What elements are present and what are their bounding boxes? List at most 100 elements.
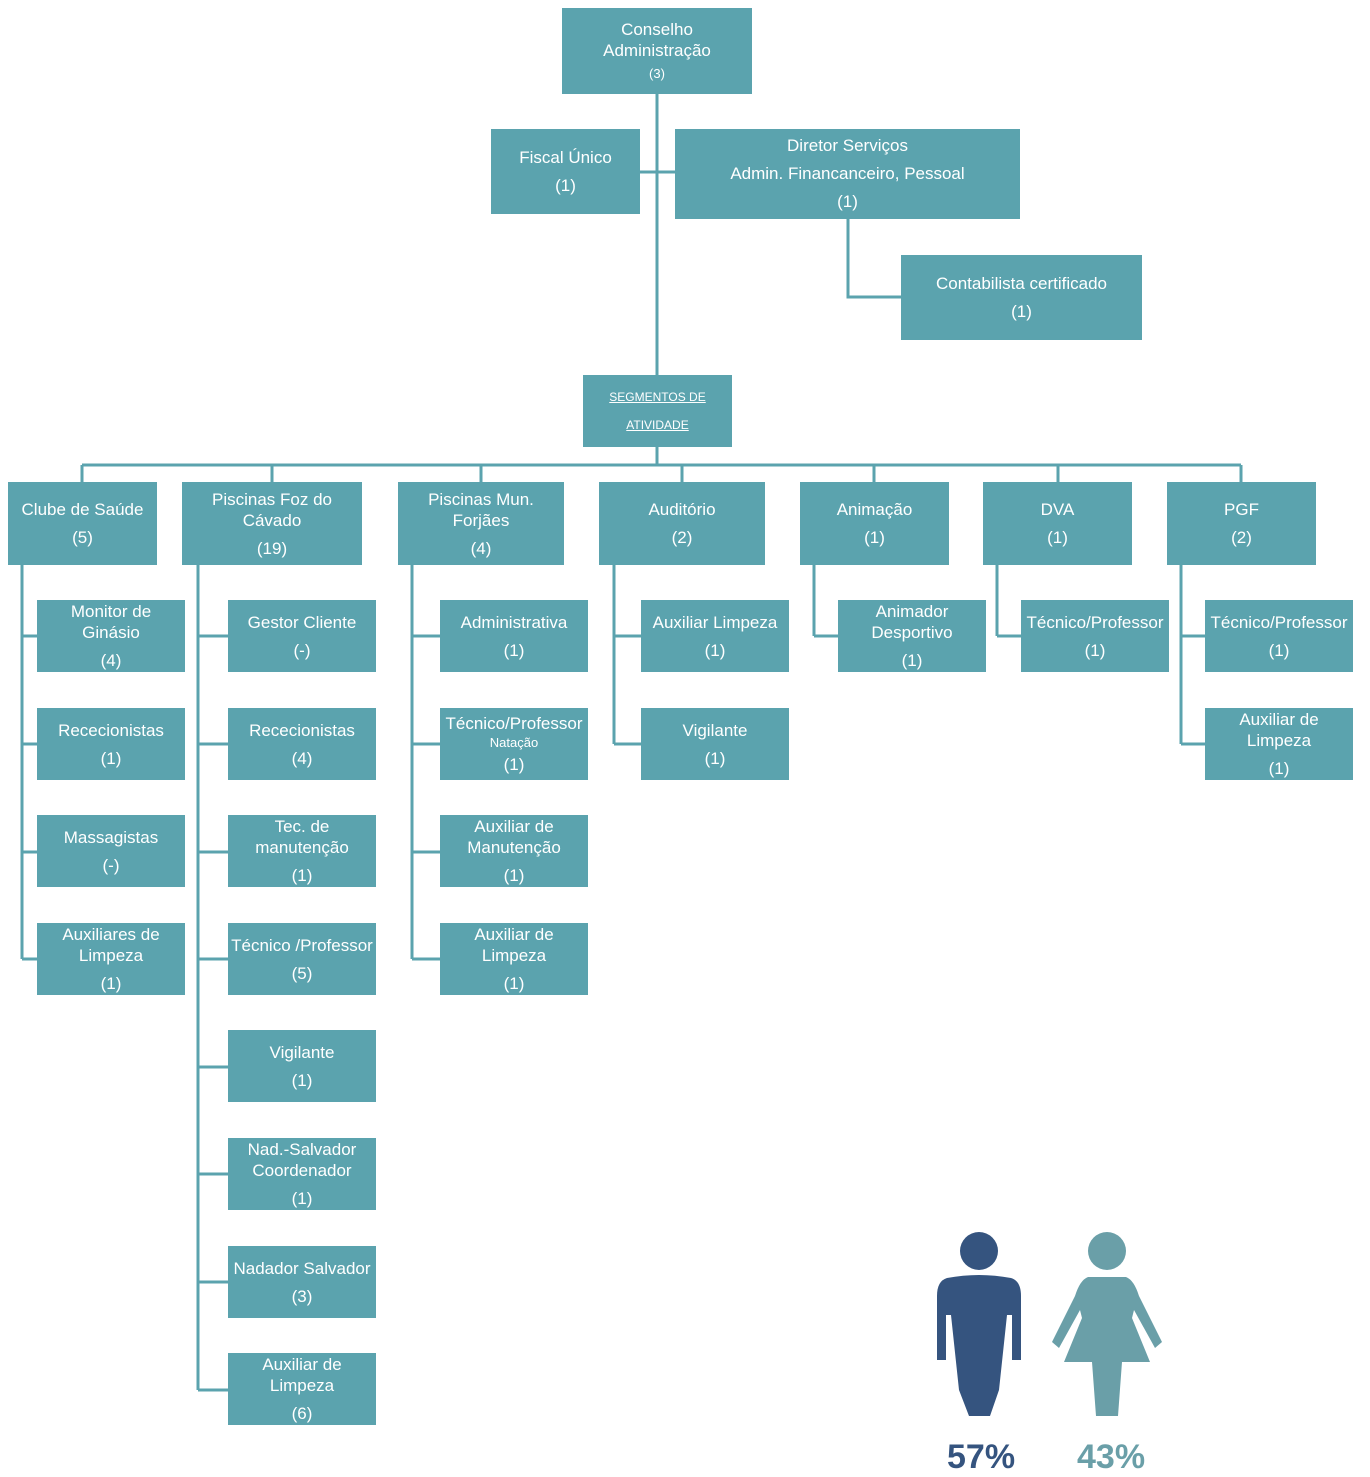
role-box: Nadador Salvador (3) — [228, 1246, 376, 1318]
role-title: Vigilante — [682, 720, 748, 740]
fiscal-title: Fiscal Único — [519, 148, 612, 167]
conselho-count: (3) — [649, 66, 665, 81]
segment-box: Piscinas Mun. Forjães (4) — [398, 482, 564, 565]
role-box: Técnico /Professor (5) — [228, 923, 376, 995]
role-count: (1) — [704, 640, 726, 660]
role-title: Monitor de Ginásio — [70, 602, 152, 642]
role-box: Auxiliar de Limpeza (1) — [440, 923, 588, 995]
role-title: Administrativa — [460, 612, 568, 632]
role-count: (1) — [291, 1070, 313, 1090]
role-box: Auxiliar de Limpeza (1) — [1205, 708, 1353, 780]
fiscal-unico-box: Fiscal Único (1) — [491, 129, 640, 214]
role-count: (5) — [291, 963, 313, 983]
role-box: Vigilante (1) — [228, 1030, 376, 1102]
role-box: Auxiliar de Manutenção (1) — [440, 815, 588, 887]
role-count: (-) — [102, 855, 120, 875]
role-box: Tec. de manutenção(1) — [228, 815, 376, 887]
segment-count: (2) — [1231, 528, 1252, 547]
role-count: (1) — [503, 640, 525, 660]
role-count: (1) — [1268, 640, 1290, 660]
role-title: Técnico /Professor — [231, 935, 373, 955]
role-title: Vigilante — [269, 1042, 335, 1062]
segment-count: (19) — [256, 538, 288, 558]
role-title: Nadador Salvador — [233, 1258, 371, 1278]
segment-count: (4) — [470, 538, 492, 558]
role-box: Nad.-Salvador Coordenador (1) — [228, 1138, 376, 1210]
contabilista-count: (1) — [1011, 302, 1032, 321]
segment-count: (2) — [671, 528, 693, 547]
segment-box: PGF (2) — [1167, 482, 1316, 565]
role-box: Técnico/Professor (1) — [1205, 600, 1353, 672]
segment-count: (5) — [72, 528, 93, 547]
segment-title: PGF — [1224, 500, 1259, 519]
role-box: Rececionistas(1) — [37, 708, 185, 780]
role-title: Massagistas — [63, 827, 159, 847]
segment-box: Auditório (2) — [599, 482, 765, 565]
role-title: Auxiliar Limpeza — [652, 612, 778, 632]
segment-box: Animação (1) — [800, 482, 949, 565]
segment-title: DVA — [1040, 500, 1075, 519]
role-count: (1) — [503, 974, 525, 993]
role-box: Administrativa (1) — [440, 600, 588, 672]
role-count: (1) — [503, 866, 525, 885]
conselho-title: Conselho Administração — [603, 20, 711, 60]
role-title: Auxiliar de Manutenção — [467, 817, 561, 857]
role-title: Tec. de manutenção — [255, 817, 349, 857]
role-box: Vigilante (1) — [641, 708, 789, 780]
conselho-administracao-box: Conselho Administração (3) — [562, 8, 752, 94]
role-count: (1) — [704, 748, 726, 768]
segment-title: Piscinas Mun. Forjães — [428, 489, 534, 530]
fiscal-count: (1) — [555, 176, 576, 195]
role-count: (6) — [291, 1404, 313, 1423]
role-count: (1) — [1268, 759, 1290, 778]
role-title: Nad.-Salvador Coordenador — [247, 1140, 357, 1180]
role-title: Auxiliar de Limpeza — [1239, 710, 1319, 750]
role-box: Rececionistas (4) — [228, 708, 376, 780]
segment-title: Animação — [836, 500, 913, 519]
role-count: (1) — [291, 1189, 313, 1208]
segment-title: Clube de Saúde — [21, 500, 144, 519]
role-title: Auxiliar de Limpeza — [262, 1355, 342, 1395]
role-count: (1) — [503, 755, 525, 774]
role-box: Animador Desportivo (1) — [838, 600, 986, 672]
role-title: Auxiliares de Limpeza — [62, 925, 160, 965]
role-title: Técnico/Professor — [1210, 612, 1348, 632]
segment-title: Auditório — [648, 500, 716, 519]
role-title: Animador Desportivo — [871, 602, 953, 642]
female-percentage: 43% — [1077, 1438, 1146, 1476]
role-box: Auxiliares de Limpeza (1) — [37, 923, 185, 995]
role-title: Técnico/Professor — [1026, 612, 1164, 632]
role-count: (4) — [291, 748, 313, 768]
female-figure-icon — [1052, 1232, 1162, 1416]
diretor-servicos-box: Diretor Serviços Admin. Financanceiro, P… — [675, 129, 1020, 219]
role-count: (3) — [291, 1286, 313, 1306]
male-percentage: 57% — [947, 1438, 1016, 1476]
diretor-title: Diretor Serviços Admin. Financanceiro, P… — [730, 136, 965, 183]
role-count: (1) — [100, 974, 122, 993]
role-title: Rececionistas — [249, 720, 355, 740]
male-figure-icon — [937, 1232, 1021, 1416]
contabilista-box: Contabilista certificado (1) — [901, 255, 1142, 340]
role-title: Técnico/Professor — [445, 714, 583, 733]
segmentos-title: SEGMENTOS DE ATIVIDADE — [609, 390, 706, 432]
segment-count: (1) — [864, 528, 885, 547]
segment-box: Clube de Saúde (5) — [8, 482, 157, 565]
role-box: Massagistas (-) — [37, 815, 185, 887]
segment-box: DVA(1) — [983, 482, 1132, 565]
role-box: Auxiliar de Limpeza (6) — [228, 1353, 376, 1425]
role-box: Técnico/Professor (1) — [1021, 600, 1169, 672]
contabilista-title: Contabilista certificado — [935, 274, 1108, 293]
role-count: (-) — [293, 640, 311, 660]
diretor-count: (1) — [837, 192, 858, 211]
role-count: (1) — [1084, 640, 1106, 660]
role-count: (1) — [901, 651, 923, 670]
segment-box: Piscinas Foz do Cávado (19) — [182, 482, 362, 565]
role-box: Gestor Cliente(-) — [228, 600, 376, 672]
role-title: Auxiliar de Limpeza — [474, 925, 554, 965]
segment-title: Piscinas Foz do Cávado — [212, 489, 332, 530]
role-box: Monitor de Ginásio (4) — [37, 600, 185, 672]
role-box: Auxiliar Limpeza (1) — [641, 600, 789, 672]
role-count: (4) — [100, 651, 122, 670]
